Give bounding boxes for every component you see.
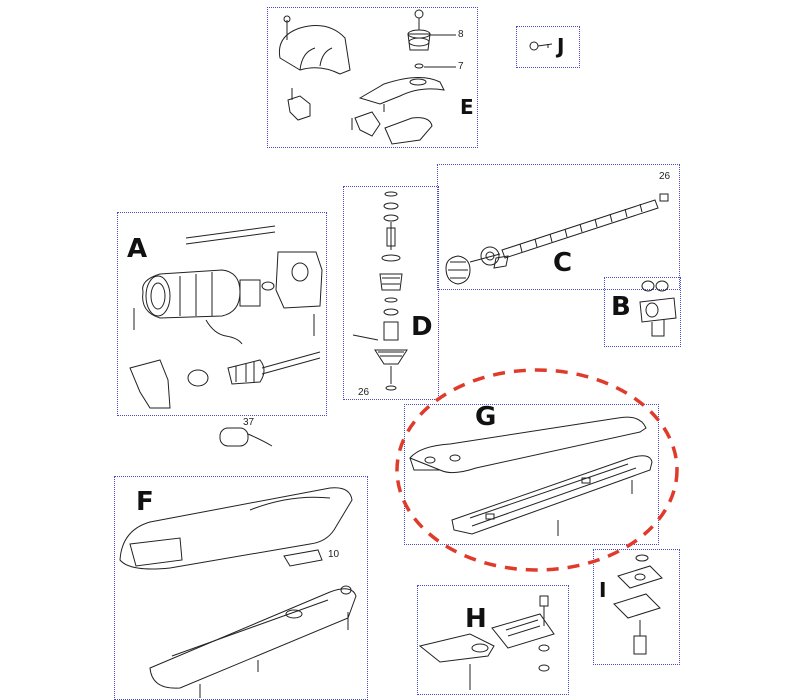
- group-c-parts: [446, 194, 668, 284]
- highlight-ellipse: [397, 370, 677, 570]
- group-e-box: [267, 7, 478, 148]
- group-j-parts: [530, 42, 552, 50]
- part-number-10: 10: [328, 549, 340, 560]
- group-label-g: G: [475, 402, 497, 432]
- part-number-26-d: 26: [358, 387, 370, 398]
- group-i-parts: [614, 555, 662, 654]
- group-label-d: D: [411, 312, 433, 342]
- group-g-parts: [410, 417, 652, 536]
- group-e-parts: [279, 10, 456, 144]
- part-number-7: 7: [458, 61, 464, 72]
- group-label-a: A: [127, 234, 148, 264]
- group-d-parts: [353, 192, 407, 390]
- group-h-parts: [420, 596, 554, 690]
- part-number-26-c: 26: [659, 171, 671, 182]
- group-label-c: C: [553, 248, 573, 278]
- group-g-box: [404, 404, 659, 545]
- part-number-37: 37: [243, 417, 255, 428]
- group-b-parts: [640, 281, 676, 336]
- group-label-e: E: [460, 95, 474, 119]
- group-a-box: [117, 212, 327, 416]
- group-d-box: [343, 186, 439, 400]
- group-label-b: B: [611, 292, 631, 322]
- group-f-parts: [120, 488, 356, 698]
- group-j-box: [516, 26, 580, 68]
- group-label-h: H: [465, 604, 487, 634]
- group-c-box: [437, 164, 680, 290]
- group-label-j: J: [557, 34, 565, 58]
- group-i-box: [593, 549, 680, 665]
- group-h-box: [417, 585, 569, 695]
- group-label-f: F: [136, 487, 154, 517]
- capacitor-part: [220, 428, 272, 446]
- group-label-i: I: [599, 578, 607, 602]
- group-a-parts: [130, 226, 322, 408]
- group-b-box: [604, 277, 681, 347]
- part-number-8: 8: [458, 29, 464, 40]
